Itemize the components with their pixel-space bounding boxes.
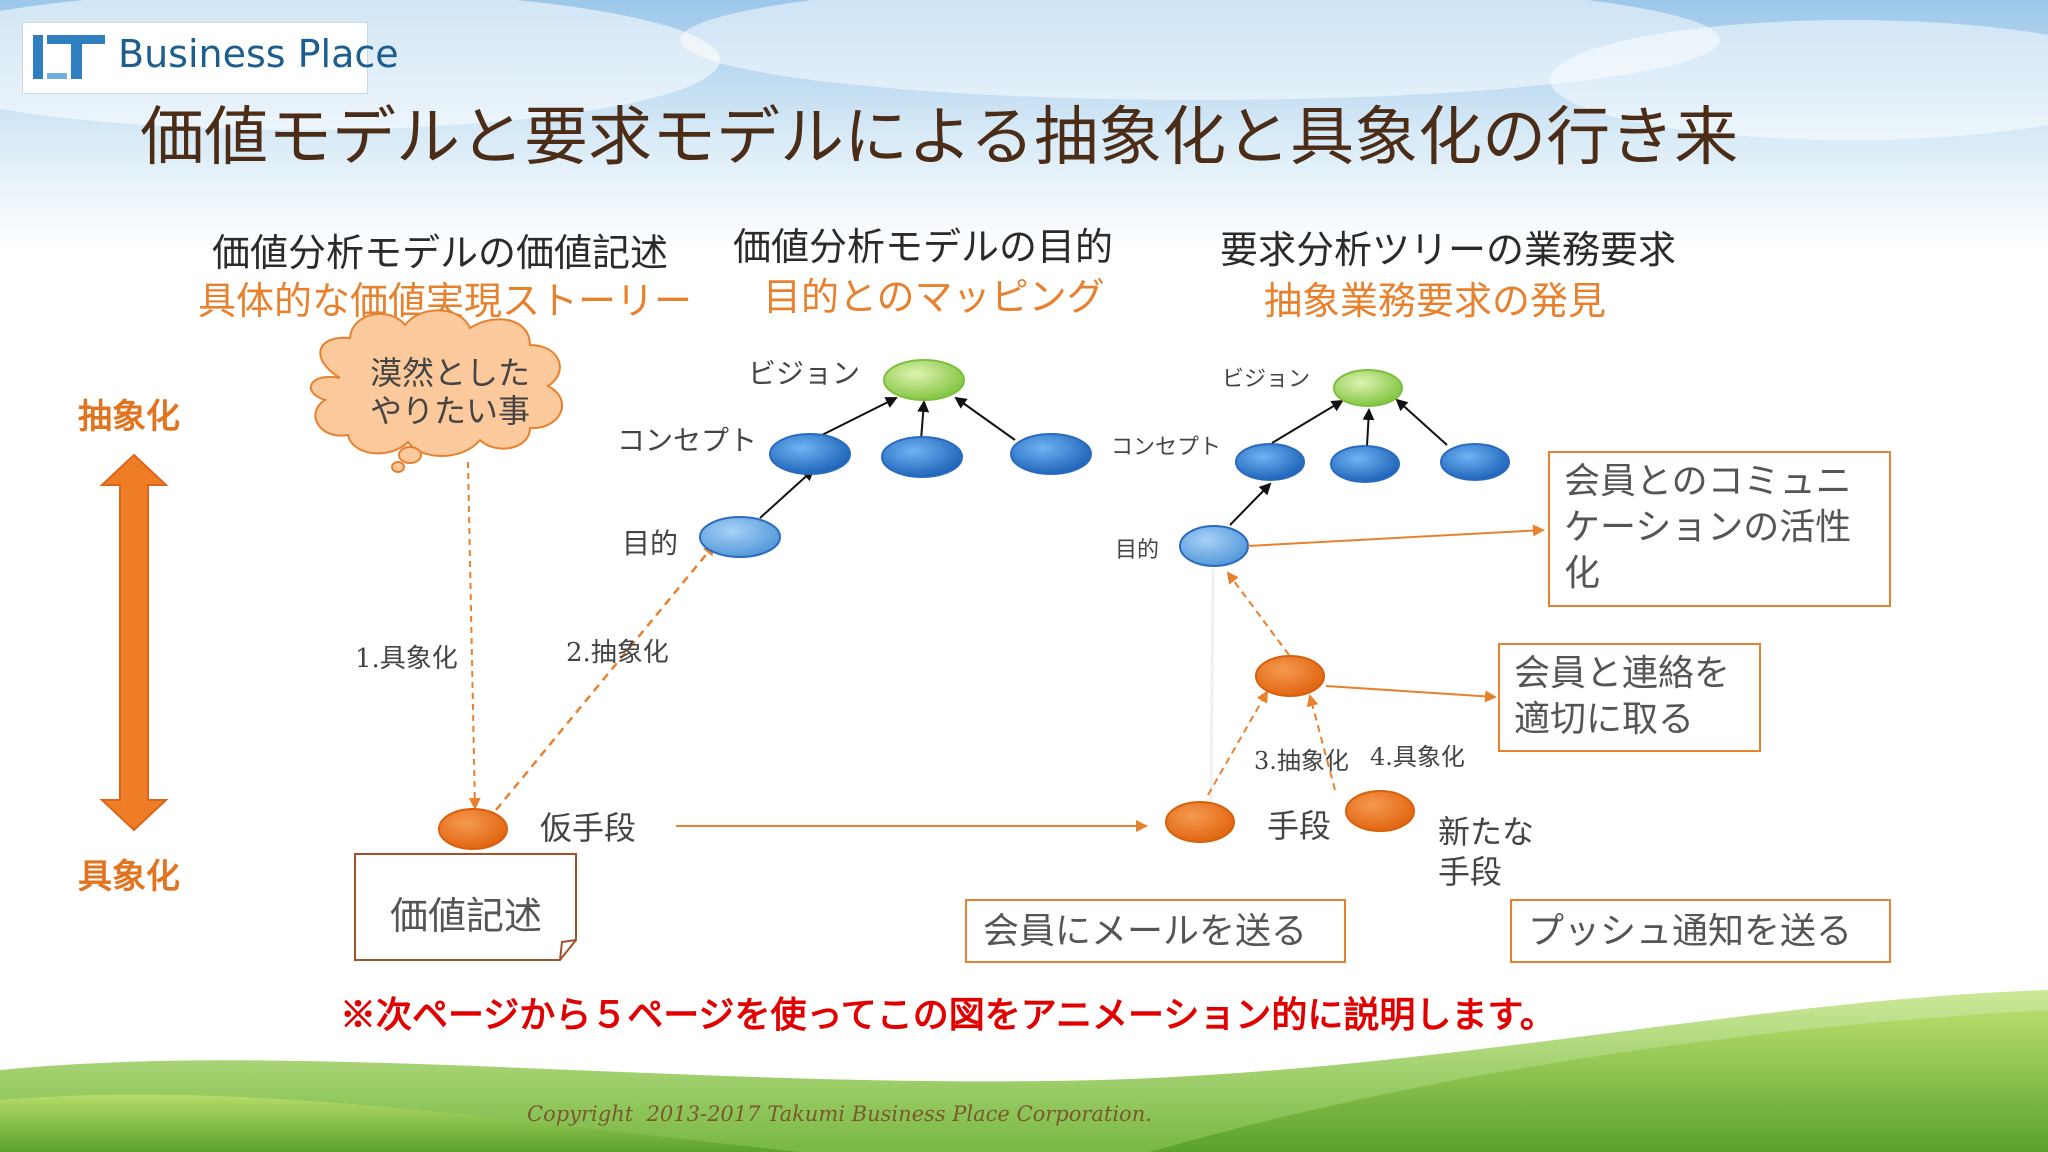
left-concept-node-2 — [881, 436, 963, 478]
communication-box: 会員とのコミュニ ケーションの活性 化 — [1548, 451, 1891, 607]
right-concept-node-2 — [1330, 445, 1400, 483]
middle-means-node — [1255, 655, 1325, 697]
new-means-label: 新たな 手段 — [1438, 813, 1535, 891]
right-concept-label: コンセプト — [1111, 435, 1222, 460]
middle-to-purpose-dashed-arrow — [1226, 571, 1290, 656]
right-concept3-arrow — [1395, 398, 1448, 446]
contact-box: 会員と連絡を 適切に取る — [1498, 643, 1761, 752]
means-label: 手段 — [1267, 807, 1332, 845]
send-mail-box: 会員にメールを送る — [965, 899, 1346, 963]
step1-arrow — [467, 461, 481, 810]
col3-sub: 抽象業務要求の発見 — [1264, 279, 1607, 323]
purpose-to-communication-arrow — [1247, 524, 1545, 547]
value-description-text: 価値記述 — [390, 894, 543, 938]
logo-mark-icon — [33, 35, 105, 79]
col2-heading: 価値分析モデルの目的 — [733, 225, 1114, 269]
left-concept-node-1 — [769, 433, 851, 475]
step2-label: 2.抽象化 — [566, 638, 669, 668]
step4-label: 4.具象化 — [1370, 743, 1465, 771]
left-concept-node-3 — [1010, 433, 1092, 475]
axis-concrete-label: 具象化 — [78, 857, 180, 897]
left-purpose-label: 目的 — [622, 527, 679, 560]
company-logo: Business Place — [22, 22, 399, 94]
right-vision-node — [1333, 369, 1403, 407]
value-description-note — [354, 853, 577, 961]
right-purpose-to-concept-arrow — [1229, 482, 1272, 526]
provisional-means-label: 仮手段 — [540, 809, 637, 847]
send-mail-text: 会員にメールを送る — [983, 911, 1308, 952]
right-concept-node-3 — [1440, 443, 1510, 481]
push-notification-box: プッシュ通知を送る — [1510, 899, 1891, 963]
axis-abstract-label: 抽象化 — [78, 397, 180, 437]
step3-label: 3.抽象化 — [1254, 747, 1349, 775]
col3-heading: 要求分析ツリーの業務要求 — [1220, 228, 1677, 272]
provisional-means-node — [438, 808, 508, 850]
left-concept1-arrow — [811, 397, 898, 441]
white-connector-line — [1209, 567, 1215, 803]
means-node — [1165, 801, 1235, 843]
new-means-node — [1345, 790, 1415, 832]
right-concept1-arrow — [1271, 399, 1344, 444]
col1-heading: 価値分析モデルの価値記述 — [212, 231, 669, 275]
communication-text: 会員とのコミュニ ケーションの活性 化 — [1564, 461, 1852, 595]
right-concept-node-1 — [1235, 443, 1305, 481]
cloud-text: 漠然とした やりたい事 — [370, 354, 531, 431]
step3-arrow — [1207, 690, 1268, 796]
abstraction-axis-arrow — [99, 453, 169, 832]
right-vision-label: ビジョン — [1222, 367, 1311, 392]
right-purpose-node — [1179, 525, 1249, 567]
middle-to-contact-arrow — [1325, 685, 1497, 703]
right-concept2-arrow — [1362, 408, 1375, 447]
copyright: Copyright 2013-2017 Takumi Business Plac… — [527, 1102, 1152, 1126]
left-purpose-to-concept-arrow — [759, 468, 815, 519]
logo-text: Business Place — [118, 32, 399, 76]
left-concept3-arrow — [954, 396, 1016, 441]
right-purpose-label: 目的 — [1115, 538, 1160, 563]
left-purpose-node — [699, 516, 781, 558]
slide-title: 価値モデルと要求モデルによる抽象化と具象化の行き来 — [140, 101, 1739, 175]
left-vision-node — [883, 359, 965, 401]
left-concept2-arrow — [917, 400, 930, 441]
contact-text: 会員と連絡を 適切に取る — [1514, 653, 1731, 741]
step4-arrow — [1306, 694, 1336, 791]
step1-label: 1.具象化 — [355, 644, 458, 674]
push-notification-text: プッシュ通知を送る — [1528, 911, 1853, 952]
step2-arrow — [495, 543, 716, 811]
animation-note: ※次ページから５ページを使ってこの図をアニメーション的に説明します。 — [340, 994, 1556, 1036]
left-vision-label: ビジョン — [748, 357, 861, 390]
left-concept-label: コンセプト — [617, 424, 758, 457]
col2-sub: 目的とのマッピング — [763, 275, 1105, 319]
thought-cloud — [310, 309, 563, 473]
